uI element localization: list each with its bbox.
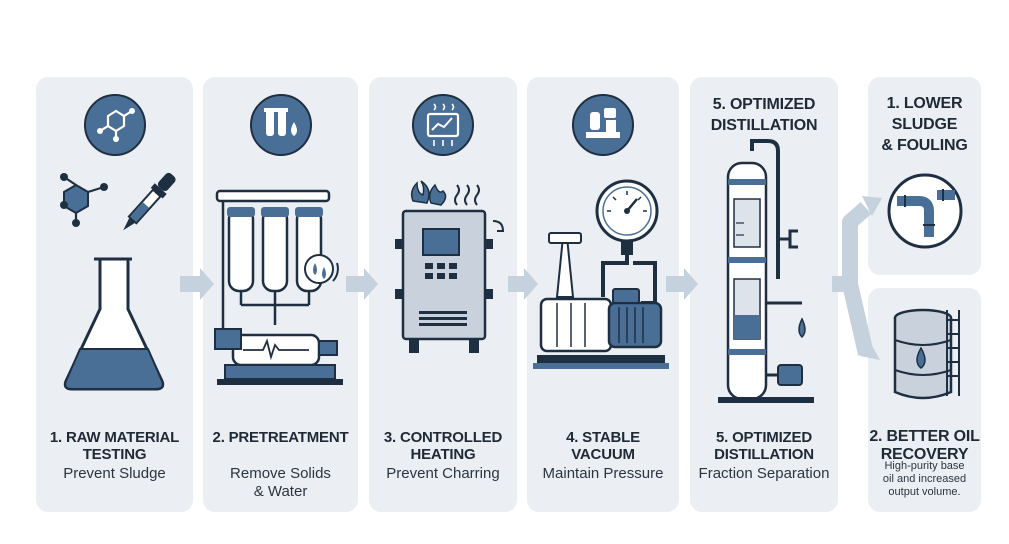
step-subtitle: Maintain Pressure: [542, 465, 664, 482]
step-header: 5. OPTIMIZED DISTILLATION: [710, 96, 818, 134]
pipe-fitting-icon: [887, 173, 963, 249]
heater-cabinet-icon: [395, 180, 505, 353]
step-title: 5. OPTIMIZED DISTILLATION: [714, 429, 814, 463]
step-subtitle: Remove Solids & Water: [230, 465, 331, 500]
step-card-pretreatment: 2. PRETREATMENT Remove Solids & Water: [203, 77, 358, 512]
step-subtitle: Fraction Separation: [698, 465, 830, 482]
heating-control-icon: [412, 94, 474, 156]
step-title: 4. STABLE VACUUM: [566, 429, 640, 463]
outcome-card-lower-sludge: 1. LOWER SLUDGE & FOULING: [868, 77, 981, 275]
step-card-optimized-distillation: 5. OPTIMIZED DISTILLATION 5. OPTIMIZED D…: [690, 77, 838, 512]
filter-icon: [250, 94, 312, 156]
vacuum-pump-icon: [533, 179, 669, 369]
step-card-raw-material-testing: 1. RAW MATERIAL TESTING Prevent Sludge: [36, 77, 193, 512]
outcome-card-better-oil-recovery: 2. BETTER OIL RECOVERY High-purity base …: [868, 288, 981, 512]
step-title: 2. PRETREATMENT: [212, 429, 349, 446]
oil-barrel-icon: [893, 308, 960, 400]
filtration-unit-icon: [214, 189, 343, 385]
flask-icon: [63, 257, 165, 391]
step-subtitle: Prevent Charring: [386, 465, 500, 482]
step-subtitle: Prevent Sludge: [63, 465, 166, 482]
step-card-controlled-heating: 3. CONTROLLED HEATING Prevent Charring: [369, 77, 517, 512]
outcome-title: 1. LOWER SLUDGE & FOULING: [881, 95, 968, 154]
vacuum-unit-icon: [572, 94, 634, 156]
distillation-column-icon: [718, 139, 814, 403]
outcome-title: 2. BETTER OIL RECOVERY: [869, 428, 980, 463]
step-card-stable-vacuum: 4. STABLE VACUUM Maintain Pressure: [527, 77, 679, 512]
molecule-dropper-icon: [60, 172, 176, 231]
molecule-icon: [84, 94, 146, 156]
step-title: 1. RAW MATERIAL TESTING: [49, 429, 180, 463]
outcome-description: High-purity base oil and increased outpu…: [882, 460, 967, 498]
step-title: 3. CONTROLLED HEATING: [383, 429, 503, 463]
